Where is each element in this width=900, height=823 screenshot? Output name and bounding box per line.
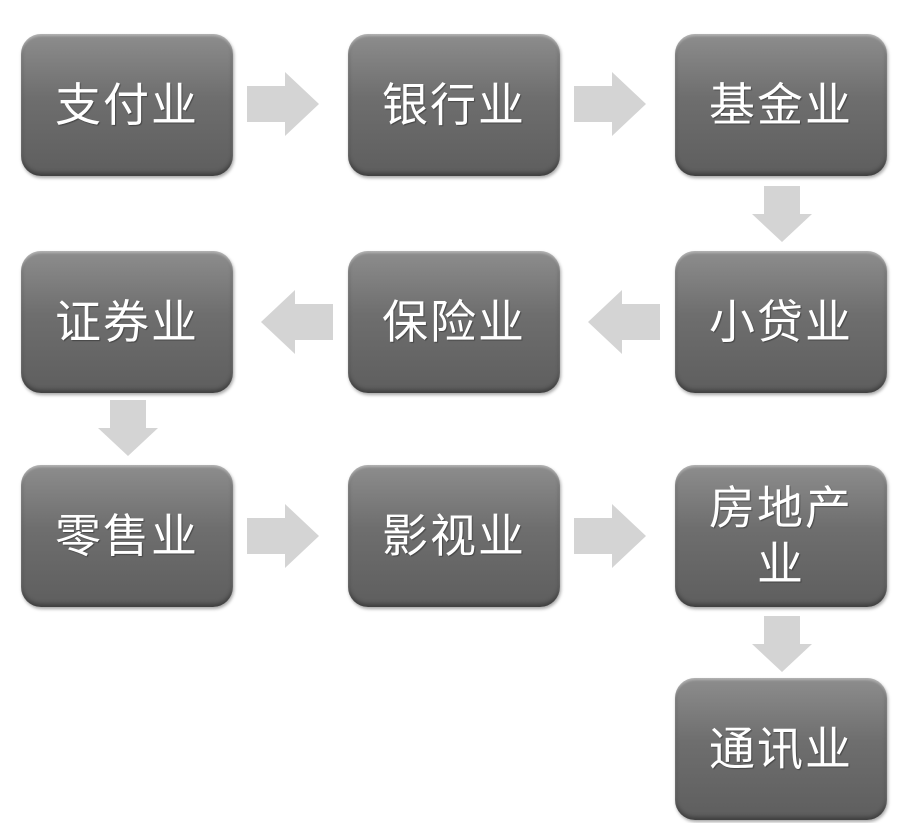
node-insurance: 保险业 bbox=[348, 251, 560, 393]
arrow-right-icon bbox=[574, 72, 646, 136]
node-film: 影视业 bbox=[348, 465, 560, 607]
arrow-down-icon bbox=[752, 186, 812, 242]
arrow-left-icon bbox=[588, 290, 660, 354]
node-fund: 基金业 bbox=[675, 34, 887, 176]
node-banking: 银行业 bbox=[348, 34, 560, 176]
node-real-estate: 房地产业 bbox=[675, 465, 887, 607]
arrow-down-icon bbox=[98, 400, 158, 456]
node-microloan: 小贷业 bbox=[675, 251, 887, 393]
node-securities: 证券业 bbox=[21, 251, 233, 393]
node-retail: 零售业 bbox=[21, 465, 233, 607]
arrow-left-icon bbox=[261, 290, 333, 354]
arrow-down-icon bbox=[752, 616, 812, 672]
node-payment: 支付业 bbox=[21, 34, 233, 176]
node-telecom: 通讯业 bbox=[675, 678, 887, 820]
arrow-right-icon bbox=[247, 504, 319, 568]
arrow-right-icon bbox=[247, 72, 319, 136]
arrow-right-icon bbox=[574, 504, 646, 568]
